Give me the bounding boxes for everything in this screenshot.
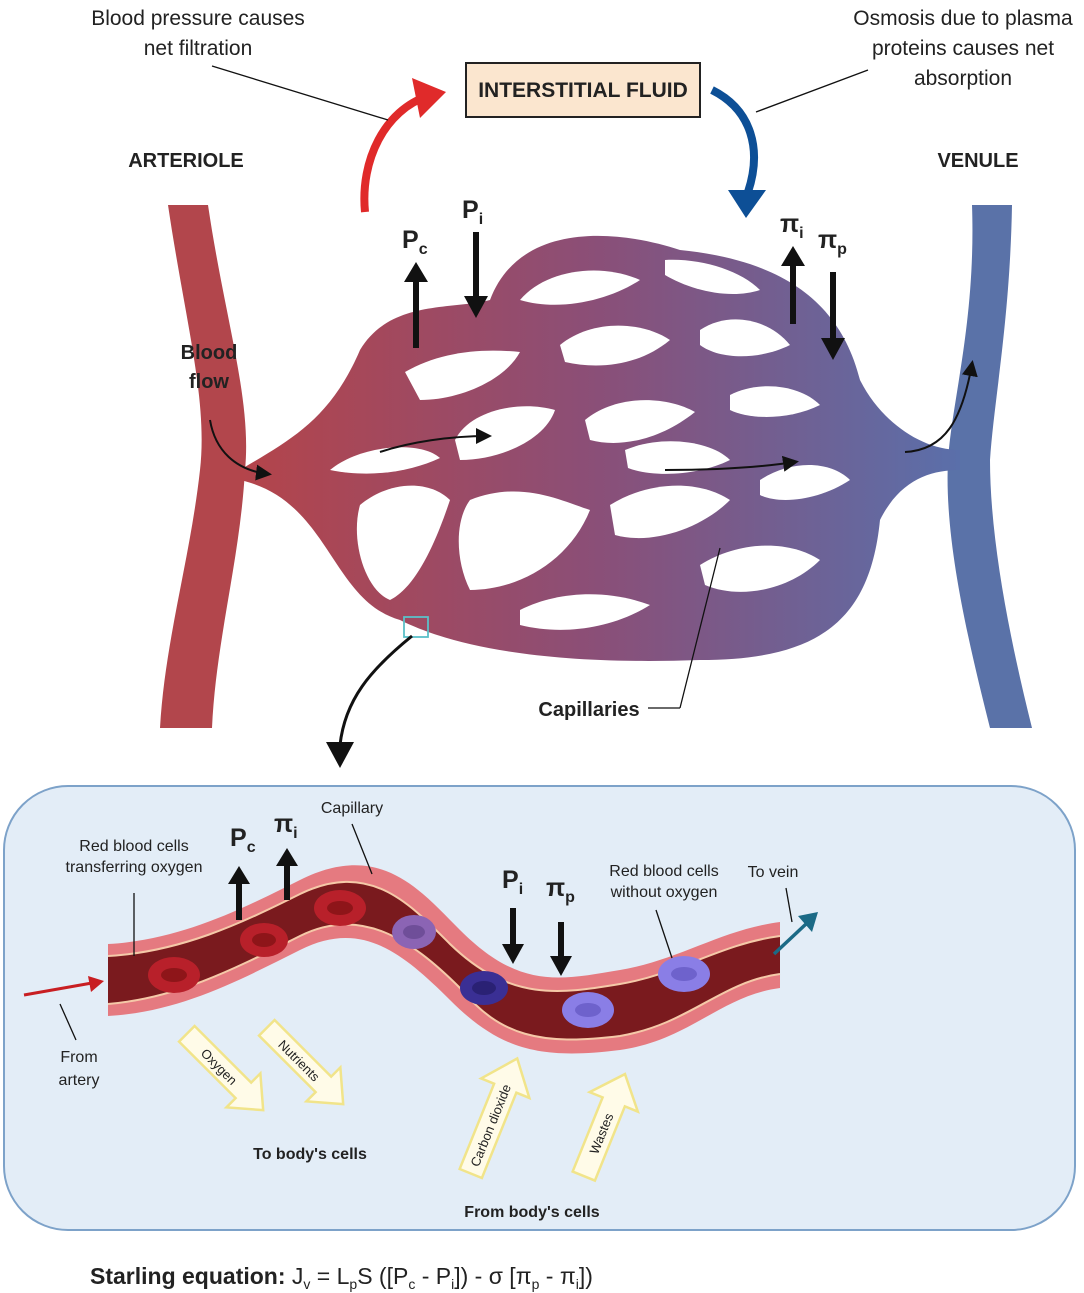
filtration-arrow: [360, 92, 430, 213]
absorption-note-line-3: absorption: [914, 67, 1012, 90]
flow-arrow-outlet: [904, 360, 978, 453]
inset-capillary-pointer: [351, 823, 373, 875]
inset-vessel-inner-line-bottom: [107, 923, 781, 1041]
to-vein-pointer: [785, 887, 793, 923]
inset-osm-i-force-label: πi: [274, 810, 298, 842]
filtration-note-pointer: [211, 65, 389, 121]
inset-pc-force-label: Pc: [230, 824, 256, 856]
venule-vessel: [947, 205, 1032, 728]
absorption-note-line-1: Osmosis due to plasma: [853, 7, 1073, 30]
pi-force-arrow: [464, 232, 488, 318]
inset-vessel-lumen: [108, 881, 780, 1040]
inset-osm-i-force-arrow: [276, 848, 298, 900]
blood-flow-label-line-1: Blood: [181, 342, 238, 364]
inset-pi-force-arrow: [502, 908, 524, 964]
inset-osm-p-force-arrow: [550, 922, 572, 976]
rbc-oxygen-label-line-2: transferring oxygen: [66, 859, 203, 876]
rbc-no-oxygen-pointer: [655, 909, 673, 959]
absorption-note-pointer: [755, 69, 869, 113]
venule-label: VENULE: [937, 150, 1018, 172]
osm-p-force-arrow: [821, 272, 845, 360]
from-artery-label-line-2: artery: [59, 1072, 100, 1089]
zoom-arrowhead: [326, 742, 354, 768]
filtration-note-line-2: net filtration: [144, 37, 253, 60]
from-artery-arrowhead: [88, 976, 104, 992]
from-artery-label-line-1: From: [60, 1049, 97, 1066]
from-body-cells-label: From body's cells: [464, 1204, 600, 1221]
arteriole-label: ARTERIOLE: [128, 150, 244, 172]
absorption-arrow: [710, 86, 758, 194]
inset-pi-force-label: Pi: [502, 866, 523, 898]
absorption-arrowhead: [728, 190, 766, 218]
capillaries-label: Capillaries: [538, 699, 639, 721]
interstitial-fluid-label: INTERSTITIAL FLUID: [478, 79, 688, 102]
pc-force-arrow: [404, 262, 428, 348]
rbc-no-oxygen-label-line-2: without oxygen: [610, 884, 718, 901]
filtration-note-line-1: Blood pressure causes: [91, 7, 305, 30]
capillary-network: [240, 235, 960, 661]
rbc-deoxygenated: [392, 915, 710, 1028]
osm-p-force-label: πp: [818, 226, 847, 258]
inset-osm-p-force-label: πp: [546, 874, 575, 906]
starling-equation: Starling equation: Jv = LpS ([Pc - Pi]) …: [90, 1263, 593, 1292]
interstitial-fluid-box: INTERSTITIAL FLUID: [465, 62, 701, 118]
absorption-note-line-2: proteins causes net: [872, 37, 1054, 60]
pi-force-label: Pi: [462, 196, 483, 228]
from-artery-arrow: [23, 981, 93, 997]
flow-arrow-upper: [379, 428, 492, 453]
inset-capillary-label: Capillary: [321, 800, 383, 817]
to-vein-arrowhead: [798, 912, 818, 932]
inset-pc-force-arrow: [228, 866, 250, 920]
flow-arrow-lower: [664, 455, 799, 472]
pc-force-label: Pc: [402, 226, 428, 258]
rbc-no-oxygen-label-line-1: Red blood cells: [609, 863, 718, 880]
to-vein-label: To vein: [748, 864, 799, 881]
arteriole-vessel: [160, 205, 247, 728]
filtration-arrowhead: [412, 78, 446, 118]
blood-flow-label-line-2: flow: [189, 371, 229, 393]
to-vein-arrow: [772, 922, 808, 956]
from-artery-pointer: [59, 1003, 77, 1041]
osm-i-force-label: πi: [780, 210, 804, 242]
rbc-oxygenated: [148, 890, 366, 993]
capillaries-pointer-v: [679, 547, 721, 709]
zoom-arrow: [338, 634, 413, 746]
rbc-oxygen-label-line-1: Red blood cells: [79, 838, 188, 855]
flow-arrow-inlet: [209, 419, 272, 481]
to-body-cells-label: To body's cells: [253, 1146, 367, 1163]
osm-i-force-arrow: [781, 246, 805, 324]
zoom-region-box: [403, 616, 429, 638]
